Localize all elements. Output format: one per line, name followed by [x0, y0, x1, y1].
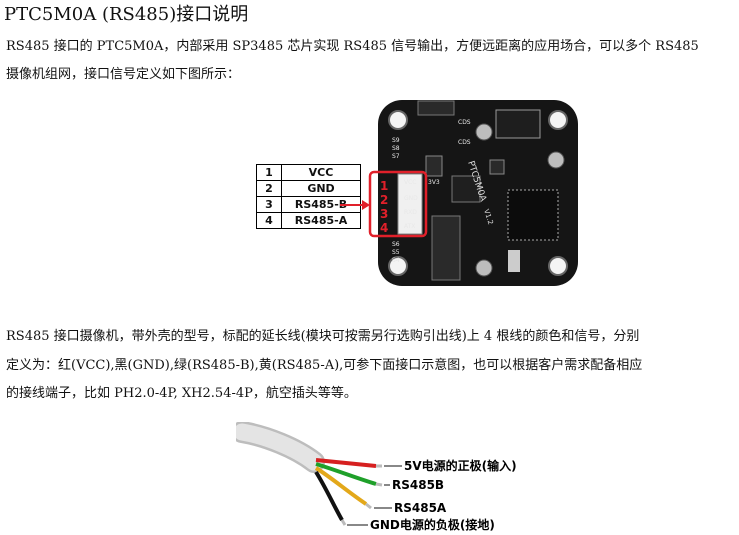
crystal — [508, 250, 520, 272]
silk-label: S4 — [392, 257, 400, 264]
wire-green — [315, 462, 377, 486]
wire-tip — [375, 482, 383, 487]
intro-line-1: RS485 接口的 PTC5M0A，内部采用 SP3485 芯片实现 RS485… — [6, 39, 699, 54]
pin-label: 4 — [380, 221, 388, 235]
wire-label-rs485b: RS485B — [392, 478, 444, 492]
wire-yellow — [314, 466, 368, 506]
fpc-connector — [417, 100, 455, 116]
wire-label-rs485a: RS485A — [394, 501, 447, 515]
silk-label: 3V3 — [428, 179, 440, 186]
cable-wiring-image: 5V电源的正极(输入) RS485B RS485A GND电源的负极(接地) — [236, 422, 517, 532]
desc-line-2: 定义为：红(VCC),黑(GND),绿(RS485-B),黄(RS485-A),… — [6, 358, 643, 373]
silk-label: VCC — [404, 179, 416, 186]
desc-line-1: RS485 接口摄像机，带外壳的型号，标配的延长线(模块可按需另行选购引出线)上… — [6, 329, 640, 344]
connector-highlight — [368, 170, 428, 238]
mount-hole — [548, 110, 568, 130]
pin-label: 1 — [380, 179, 388, 193]
table-row: 2 GND — [256, 180, 361, 197]
pin-number: 4 — [256, 212, 282, 229]
table-row: 4 RS485-A — [256, 212, 361, 229]
silk-label: S5 — [392, 249, 400, 256]
silk-label: S9 — [392, 137, 400, 144]
pin-number: 1 — [256, 164, 282, 181]
header-connector — [495, 109, 541, 139]
wire-black — [314, 470, 344, 521]
mount-hole — [388, 256, 408, 276]
main-chip — [507, 189, 559, 241]
desc-line-3: 的接线端子，比如 PH2.0-4P, XH2.54-4P，航空插头等等。 — [6, 386, 357, 401]
silk-label: CDS — [458, 119, 471, 126]
screw — [475, 259, 493, 277]
screw — [475, 123, 493, 141]
ic-chip — [489, 159, 505, 175]
cable-sheath — [236, 423, 323, 471]
silk-label: S8 — [392, 145, 400, 152]
silk-label: RXD — [404, 209, 417, 216]
silk-label: S6 — [392, 241, 400, 248]
intro-line-2: 摄像机组网，接口信号定义如下图所示： — [6, 67, 241, 82]
screw — [547, 151, 565, 169]
sensor-chip — [425, 155, 443, 177]
wire-label-vcc: 5V电源的正极(输入) — [404, 458, 517, 473]
silk-label: S7 — [392, 153, 400, 160]
4-pin-connector — [397, 173, 423, 235]
pin-number: 3 — [256, 196, 282, 213]
pin-definition-table: 1 VCC 2 GND 3 RS485-B 4 RS485-A — [256, 164, 361, 229]
mount-hole — [548, 256, 568, 276]
wire-red — [315, 458, 377, 468]
callout-arrow-head — [362, 200, 370, 210]
pin-label: 2 — [380, 193, 388, 207]
page-title: PTC5M0A (RS485)接口说明 — [4, 4, 249, 25]
wire-tip — [340, 519, 347, 526]
silk-label: GND — [404, 195, 418, 202]
ic-chip — [451, 175, 481, 203]
pin-number: 2 — [256, 180, 282, 197]
wire-tip — [365, 502, 372, 510]
silk-label: CDS — [458, 139, 471, 146]
mount-hole — [388, 110, 408, 130]
pin-label: 3 — [380, 207, 388, 221]
pin-signal: RS485-A — [281, 212, 361, 229]
wire-label-gnd: GND电源的负极(接地) — [370, 517, 495, 532]
ic-chip — [431, 215, 461, 281]
silk-label: ATX — [404, 223, 415, 230]
camera-board-image: 1 2 3 4 VCC GND RXD ATX 3V3 CDS CDS S9 S… — [340, 100, 578, 286]
